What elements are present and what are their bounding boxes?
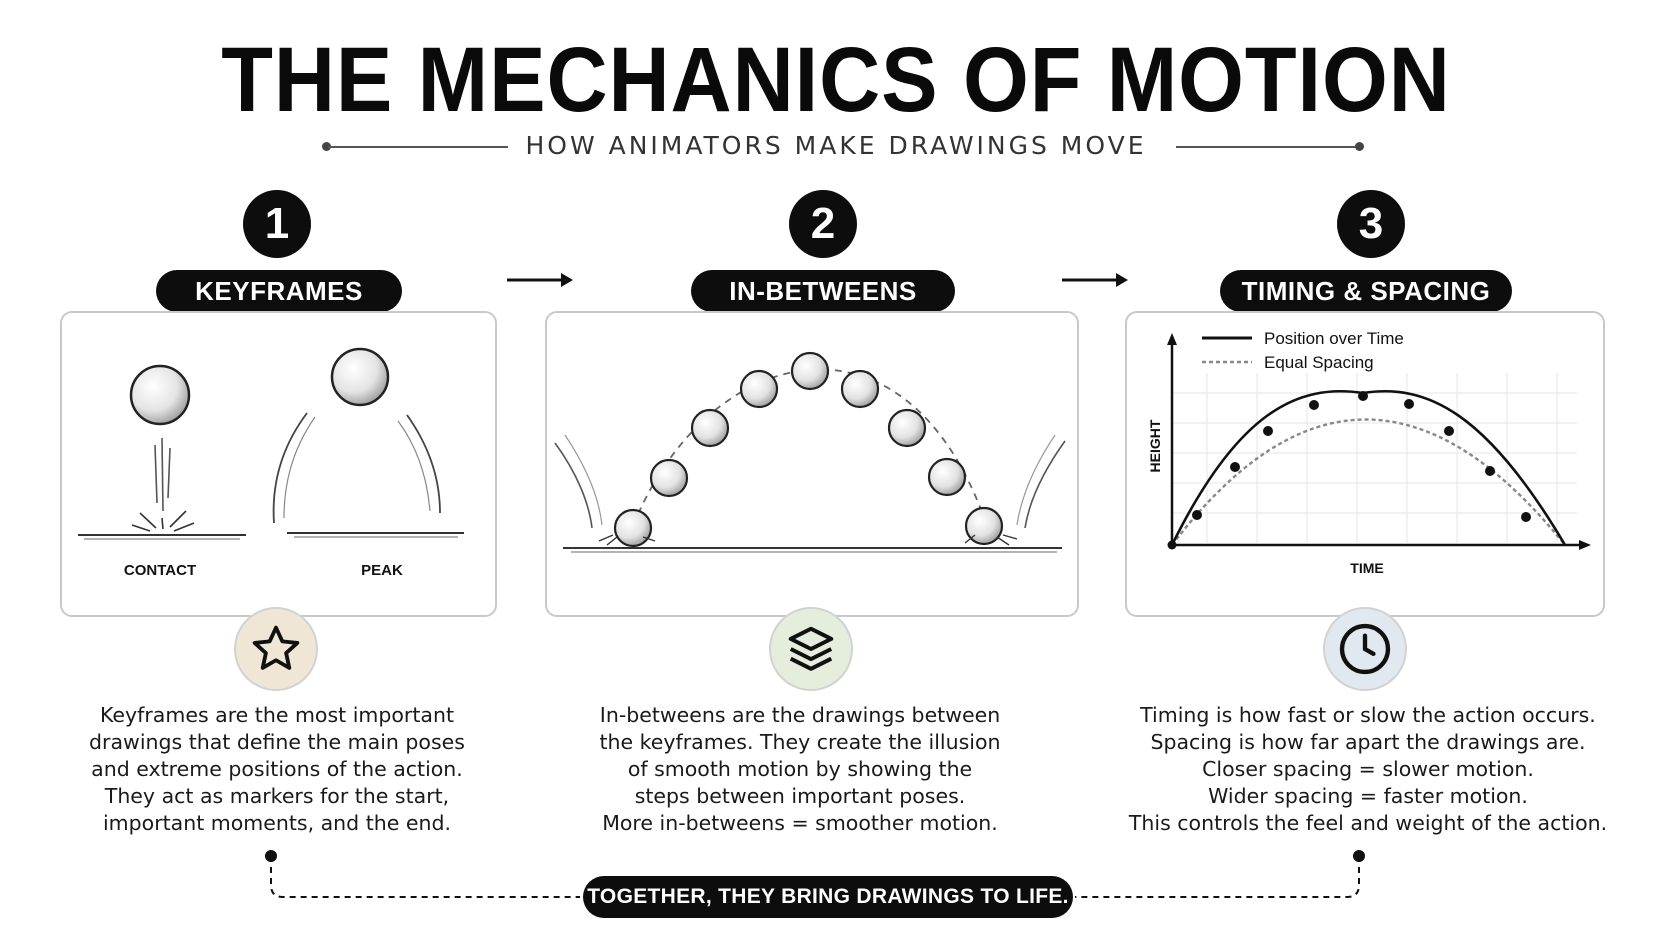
step-1-label: KEYFRAMES (156, 270, 402, 312)
description-line: Closer spacing = slower motion. (1202, 757, 1534, 781)
peak-arc-left (272, 412, 308, 524)
description-line: Wider spacing = faster motion. (1208, 784, 1528, 808)
inbetweens-description: In-betweens are the drawings between the… (570, 702, 1030, 837)
y-axis-label: HEIGHT (1147, 419, 1163, 472)
description-line: and extreme positions of the action. (91, 757, 463, 781)
description-line: Spacing is how far apart the drawings ar… (1150, 730, 1586, 754)
step-2-label: IN-BETWEENS (691, 270, 955, 312)
chart-grid (1172, 373, 1577, 543)
subtitle-left-line (328, 146, 508, 148)
star-icon (252, 625, 300, 670)
motion-lines (154, 437, 171, 512)
step-3-number: 3 (1337, 190, 1405, 258)
clock-icon (1339, 623, 1391, 675)
x-axis-label: TIME (1350, 560, 1383, 576)
keyframes-illustration: CONTACT PEAK (78, 347, 464, 579)
inbetweens-badge (769, 607, 853, 691)
contact-ground (78, 534, 246, 540)
legend-position-over-time: Position over Time (1264, 329, 1404, 348)
description-line: drawings that define the main poses (89, 730, 465, 754)
timing-spacing-panel: Position over Time Equal Spacing HEIGHT … (1125, 311, 1605, 617)
contact-ball (129, 364, 191, 426)
legend-equal-spacing: Equal Spacing (1264, 353, 1374, 372)
arrow-right-icon (1062, 273, 1128, 287)
description-line: More in-betweens = smoother motion. (602, 811, 998, 835)
arc-path (632, 368, 988, 527)
footer-connector (265, 850, 1365, 898)
inbetweens-illustration (554, 351, 1066, 553)
description-line: of smooth motion by showing the (627, 757, 973, 781)
timing-description: Timing is how fast or slow the action oc… (1108, 702, 1628, 837)
step-3-label: TIMING & SPACING (1220, 270, 1512, 312)
footer-banner: TOGETHER, THEY BRING DRAWINGS TO LIFE. (583, 876, 1073, 918)
description-line: This controls the feel and weight of the… (1128, 811, 1608, 835)
description-line: They act as markers for the start, (104, 784, 450, 808)
page-title: THE MECHANICS OF MOTION (221, 29, 1451, 131)
timing-spacing-chart: Position over Time Equal Spacing HEIGHT … (1147, 329, 1591, 576)
inbetween-balls (613, 351, 1004, 548)
peak-arc-right (406, 414, 441, 514)
subtitle-right-line (1176, 146, 1356, 148)
keyframes-badge (234, 607, 318, 691)
peak-label: PEAK (361, 562, 403, 579)
equal-spacing-curve (1171, 418, 1566, 546)
description-line: the keyframes. They create the illusion (599, 730, 1001, 754)
description-line: Keyframes are the most important (99, 703, 454, 727)
description-line: Timing is how fast or slow the action oc… (1140, 703, 1596, 727)
inbetweens-panel (545, 311, 1079, 617)
keyframes-description: Keyframes are the most important drawing… (70, 702, 484, 837)
page-subtitle: HOW ANIMATORS MAKE DRAWINGS MOVE (525, 131, 1147, 160)
arrow-right-icon (507, 273, 573, 287)
subtitle-right-dot (1355, 142, 1364, 151)
timing-points (1167, 391, 1531, 550)
peak-ball (330, 347, 390, 407)
keyframes-panel: CONTACT PEAK (60, 311, 497, 617)
description-line: steps between important poses. (634, 784, 966, 808)
layers-icon (788, 626, 834, 671)
description-line: In-betweens are the drawings between (599, 703, 1001, 727)
contact-label: CONTACT (124, 562, 196, 579)
step-2-number: 2 (789, 190, 857, 258)
step-1-number: 1 (243, 190, 311, 258)
impact-burst (131, 510, 195, 532)
description-line: important moments, and the end. (102, 811, 451, 835)
subtitle-left-dot (322, 142, 331, 151)
peak-ground (287, 532, 464, 538)
timing-badge (1323, 607, 1407, 691)
